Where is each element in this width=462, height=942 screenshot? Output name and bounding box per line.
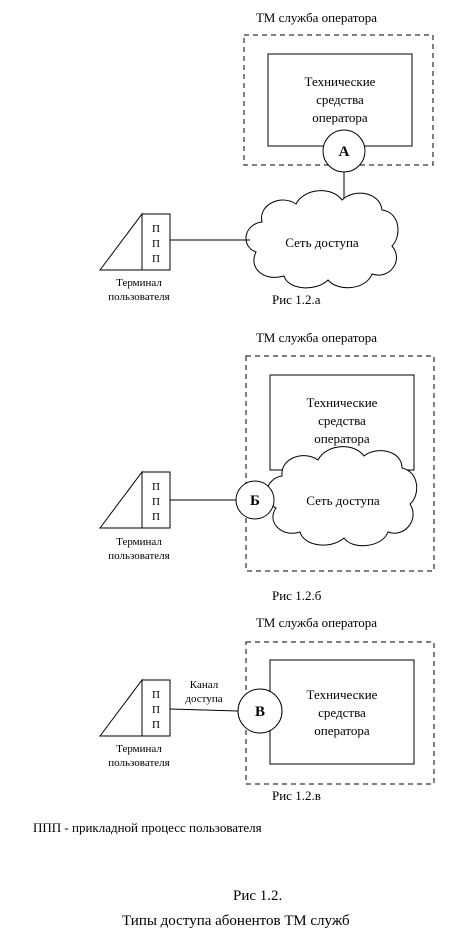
tech-line-c-1: Технические [307,687,378,702]
diagram-c: ТМ служба оператора Технические средства… [99,615,435,803]
ppp-a-3: П [152,253,160,265]
terminal-label-b-1: Терминал [116,536,162,548]
ppp-b-2: П [152,496,160,508]
tech-line-b-2: средства [318,413,366,428]
ppp-box-b [141,471,171,529]
node-b-label: Б [250,493,260,509]
terminal-label-c-1: Терминал [116,743,162,755]
node-a [322,129,366,173]
diagram-b: ТМ служба оператора Технические средства… [99,330,435,603]
terminal-label-b-2: пользователя [108,550,169,562]
channel-label-c-2: доступа [185,693,222,705]
terminal-label-a-1: Терминал [116,277,162,289]
figure-title: Типы доступа абонентов ТМ служб [122,913,350,929]
ppp-b-3: П [152,511,160,523]
ppp-box-c [141,679,171,737]
network-cloud-b [266,446,418,547]
tech-line-b-1: Технические [307,395,378,410]
caption-c: Рис 1.2.в [272,788,321,803]
ppp-a-1: П [152,223,160,235]
terminal-wedge-a [99,212,143,271]
tech-line-a-1: Технические [305,74,376,89]
channel-link-c [169,708,239,712]
network-cloud-a [245,190,399,289]
ppp-c-3: П [152,719,160,731]
tech-line-a-3: оператора [312,110,368,125]
caption-b: Рис 1.2.б [272,588,322,603]
ppp-b-1: П [152,481,160,493]
node-a-label: А [339,144,350,160]
ppp-c-1: П [152,689,160,701]
channel-label-c-1: Канал [190,679,219,691]
network-label-a: Сеть доступа [285,235,359,250]
ppp-legend: ППП - прикладной процесс пользователя [33,820,262,835]
caption-a: Рис 1.2.а [272,292,321,307]
tech-line-b-3: оператора [314,431,370,446]
tech-box-c [269,659,415,765]
zone-title-a: ТМ служба оператора [256,10,377,25]
ppp-c-2: П [152,704,160,716]
ppp-box-a [141,213,171,271]
figure-number: Рис 1.2. [233,888,282,904]
tech-line-a-2: средства [316,92,364,107]
terminal-wedge-b [99,470,143,529]
tech-line-c-3: оператора [314,723,370,738]
node-c-label: В [255,704,265,720]
diagram-a: ТМ служба оператора Технические средства… [99,10,434,307]
operator-zone-a [243,34,434,166]
zone-title-c: ТМ служба оператора [256,615,377,630]
terminal-label-c-2: пользователя [108,757,169,769]
tech-line-c-2: средства [318,705,366,720]
terminal-wedge-c [99,678,143,737]
terminal-label-a-2: пользователя [108,291,169,303]
ppp-a-2: П [152,238,160,250]
zone-title-b: ТМ служба оператора [256,330,377,345]
operator-zone-b [245,355,435,572]
network-label-b: Сеть доступа [306,493,380,508]
